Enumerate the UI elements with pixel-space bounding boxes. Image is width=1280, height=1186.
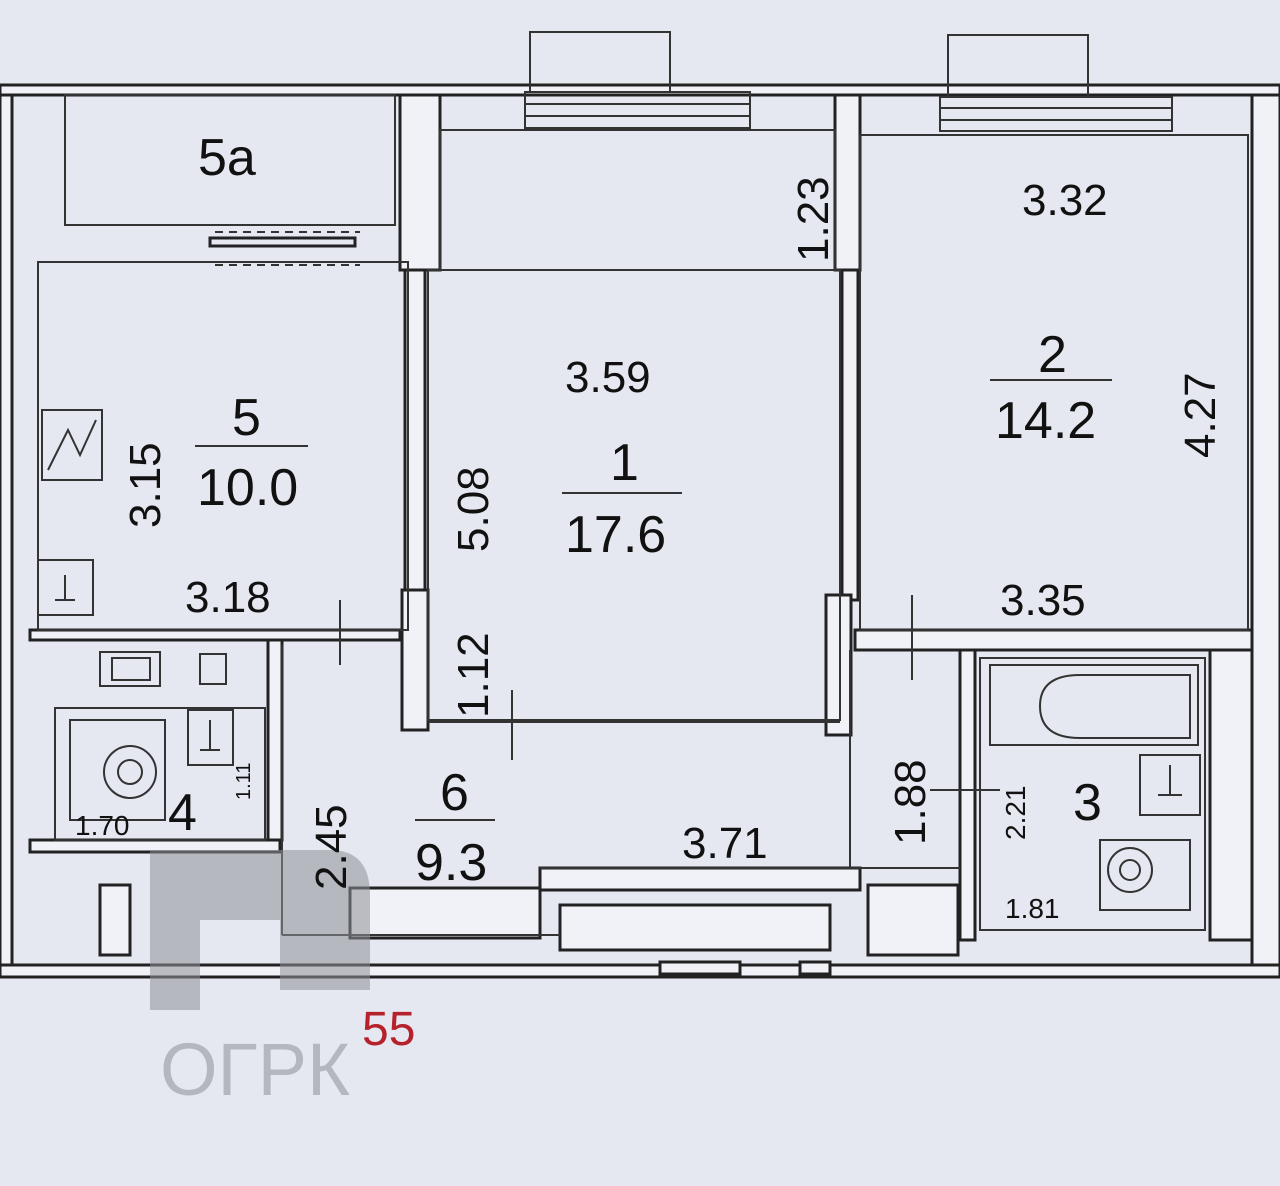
room3-width: 1.81 (1005, 893, 1060, 924)
sink-icon (37, 559, 94, 616)
room-4-number: 4 (168, 784, 197, 842)
toilet-icon (69, 719, 166, 821)
fixtures (37, 409, 1201, 911)
watermark-text: ОГРК (160, 1028, 350, 1111)
dimension-labels: 3.59 5.08 1.23 1.12 3.32 3.35 4.27 3.15 … (75, 176, 1225, 924)
room2-width-bottom: 3.35 (1000, 576, 1086, 625)
unit-marker: 55 (362, 1003, 415, 1056)
room-5a-number: 5а (198, 129, 256, 187)
room1-passage: 1.12 (449, 632, 498, 718)
bath-sink-icon (1139, 754, 1201, 816)
room2-length: 4.27 (1176, 372, 1225, 458)
appliance-icon (99, 651, 227, 687)
washbasin-icon (187, 709, 234, 766)
room1-niche: 1.23 (789, 176, 838, 262)
room-2-number: 2 (1038, 326, 1067, 384)
windows (208, 31, 1173, 266)
room-2-area: 14.2 (995, 392, 1096, 450)
room-5-area: 10.0 (197, 459, 298, 517)
room5-length: 3.15 (121, 442, 170, 528)
room3-length: 2.21 (1000, 786, 1031, 841)
room1-length: 5.08 (449, 466, 498, 552)
bath-toilet-icon (1099, 839, 1191, 911)
room1-width: 3.59 (565, 353, 651, 402)
room-1-number: 1 (610, 434, 639, 492)
room5-width: 3.18 (185, 573, 271, 622)
room6-length: 2.45 (307, 804, 356, 890)
room-3-number: 3 (1073, 774, 1102, 832)
room-6-area: 9.3 (415, 834, 487, 892)
room-labels: 5а 1 17.6 2 14.2 5 10.0 6 9.3 3 4 (168, 129, 1112, 892)
bathtub-icon (989, 664, 1199, 746)
room6-width: 3.71 (682, 819, 768, 868)
walls (0, 83, 1280, 979)
stove-icon (41, 409, 103, 481)
room4-width: 1.70 (75, 810, 130, 841)
room2-width-top: 3.32 (1022, 176, 1108, 225)
room-1-area: 17.6 (565, 506, 666, 564)
room-6-number: 6 (440, 764, 469, 822)
watermark-logo: ОГРК (150, 850, 370, 1111)
room-5-number: 5 (232, 389, 261, 447)
room4-depth: 1.11 (233, 763, 255, 800)
room6-depth: 1.88 (886, 759, 935, 845)
dimension-ticks (339, 595, 1000, 791)
